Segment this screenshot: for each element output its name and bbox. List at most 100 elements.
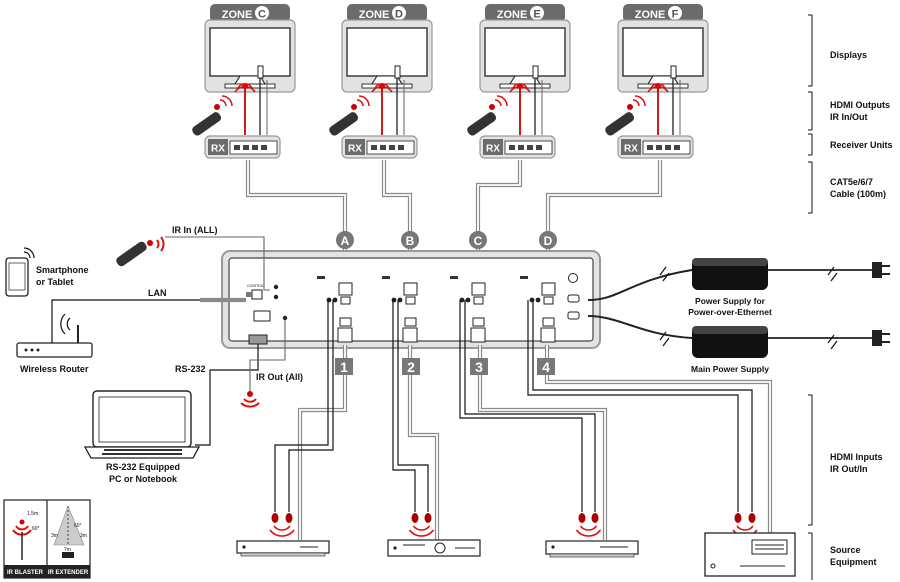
receiver-port — [389, 145, 395, 150]
ir-out-label: IR Out (All) — [256, 372, 303, 382]
hdmi-plug — [532, 65, 539, 79]
ir-signal-icon — [371, 83, 393, 93]
input-number-1: 1 — [340, 359, 348, 375]
lan-label: LAN — [148, 288, 167, 298]
cable-letter-d: D — [544, 234, 553, 248]
smartphone-icon — [5, 247, 35, 297]
receiver-tag: RX — [348, 144, 362, 155]
display-screen — [484, 27, 566, 77]
hdbaset-port — [338, 282, 353, 296]
hdmi-input-plug — [337, 327, 353, 343]
ir-port — [332, 297, 338, 303]
cable-letter-c: C — [474, 234, 483, 248]
remote-control-icon — [605, 112, 635, 136]
hdmi-input-port — [472, 317, 485, 327]
zone-letter: F — [672, 9, 679, 21]
right-brackets — [808, 14, 813, 580]
legend-blaster-label: IR BLASTER — [7, 570, 44, 576]
label-source: Source — [830, 545, 861, 555]
label-ir-in-out: IR In/Out — [830, 112, 868, 122]
hdbaset-connector — [543, 296, 554, 305]
receiver-tag: RX — [211, 144, 225, 155]
poe-supply-label-2: Power-over-Ethernet — [688, 307, 772, 317]
input-number-2: 2 — [407, 359, 415, 375]
ir-blaster-head — [411, 513, 419, 523]
zone-letter-badge — [668, 6, 682, 20]
ir-blaster-head — [578, 513, 586, 523]
ir-out-line — [249, 320, 286, 392]
ir-port — [535, 297, 541, 303]
ir-in-label: IR In (ALL) — [172, 225, 218, 235]
hdmi-input-plug — [540, 327, 556, 343]
label-cable-type: CAT5e/6/7 — [830, 177, 873, 187]
ir-signal-icon — [509, 83, 531, 93]
receiver-tag-bg — [621, 139, 641, 155]
display-screen — [346, 27, 428, 77]
zone-tab — [210, 4, 290, 22]
receiver-port — [243, 145, 249, 150]
ir-signal-icon — [269, 525, 295, 537]
ir-blaster-head — [285, 513, 293, 523]
zone-letter: C — [258, 9, 266, 21]
zone-label: ZONE — [359, 9, 390, 21]
ir-signal-icon — [575, 525, 602, 537]
label-cable-length: Cable (100m) — [830, 189, 886, 199]
control-port-label: CONTROL — [247, 284, 264, 288]
receiver-port — [674, 145, 680, 150]
output-port-group — [382, 276, 418, 343]
zone-tab — [485, 4, 565, 22]
source-device-2 — [387, 539, 481, 557]
hdmi-input-cables — [274, 300, 773, 540]
ir-blaster-head — [424, 513, 432, 523]
ir-blaster-head — [748, 513, 756, 523]
poe-power-supply — [692, 258, 768, 290]
rs232-connector — [248, 334, 268, 345]
receiver-port — [261, 145, 267, 150]
receiver-port — [665, 145, 671, 150]
port-caption — [450, 276, 458, 279]
hdbaset-matrix-unit: CONTROL — [221, 250, 601, 349]
label-hdmi-outputs: HDMI Outputs — [830, 100, 890, 110]
wireless-router-icon — [16, 313, 93, 358]
hdbaset-port — [541, 282, 556, 296]
receiver-tag-bg — [345, 139, 365, 155]
receiver-port — [380, 145, 386, 150]
receiver-port — [527, 145, 533, 150]
legend-extender-left: 3m — [51, 533, 58, 539]
legend-extender-angle: 60° — [74, 523, 82, 529]
ir-port — [529, 297, 535, 303]
hdmi-input-plug — [470, 327, 486, 343]
hdmi-plug — [394, 65, 401, 79]
hdbaset-connector — [473, 296, 484, 305]
remote-signal-icon — [356, 95, 370, 107]
receiver-tag: RX — [624, 144, 638, 155]
ir-out-emitter — [240, 391, 260, 408]
ir-signal-icon — [647, 83, 669, 93]
receiver-tag: RX — [486, 144, 500, 155]
source-ir-emitters — [269, 513, 758, 537]
power-plug-1 — [872, 262, 890, 278]
ir-port — [326, 297, 332, 303]
input-number-3: 3 — [475, 359, 483, 375]
receiver-port — [536, 145, 542, 150]
legend-extender-distance: 7m — [64, 547, 71, 553]
router-label: Wireless Router — [20, 364, 89, 374]
remote-signal-icon — [632, 95, 646, 107]
display-screen — [622, 27, 704, 77]
source-device-4 — [704, 532, 796, 577]
hdmi-input-plug — [402, 327, 418, 343]
power-plug-2 — [872, 330, 890, 346]
output-port-group — [450, 276, 486, 343]
remote-ir-led — [214, 104, 220, 110]
remote-ir-led — [489, 104, 495, 110]
source-device-3 — [545, 540, 639, 558]
label-equipment: Equipment — [830, 557, 877, 567]
hdmi-input-port — [542, 317, 555, 327]
cable-letter-b: B — [406, 234, 415, 248]
ir-in-remote — [116, 236, 270, 291]
ir-blaster-head — [734, 513, 742, 523]
main-power-supply — [692, 326, 768, 358]
input-number-boxes: 1 2 3 4 — [335, 358, 555, 375]
